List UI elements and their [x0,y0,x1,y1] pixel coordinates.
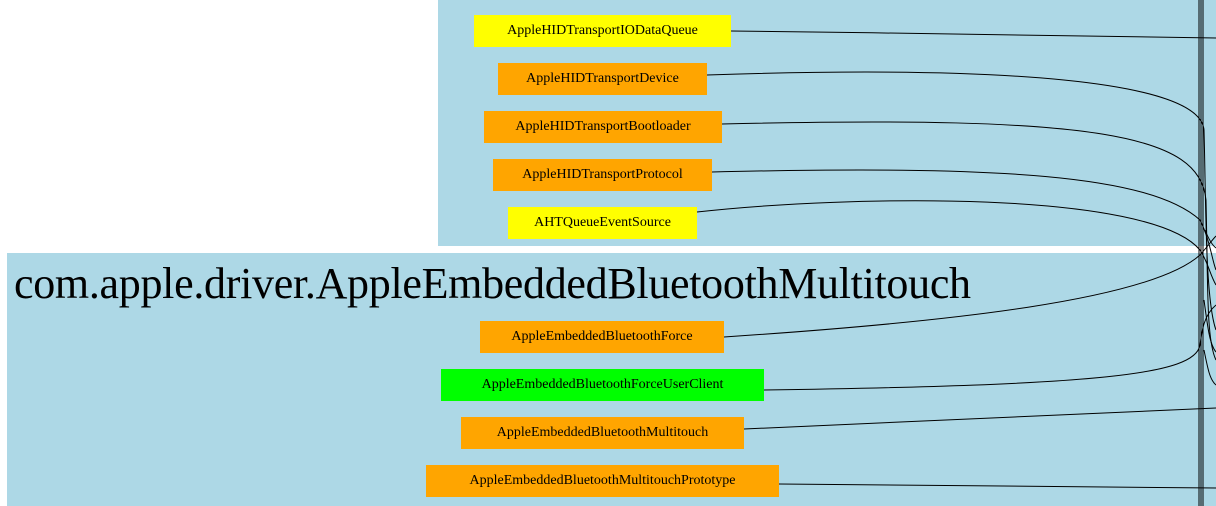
node-apple-embedded-bluetooth-force-user-client[interactable]: AppleEmbeddedBluetoothForceUserClient [441,369,764,401]
node-apple-hid-transport-device[interactable]: AppleHIDTransportDevice [498,63,707,95]
node-apple-hid-transport-protocol[interactable]: AppleHIDTransportProtocol [493,159,712,191]
node-apple-embedded-bluetooth-multitouch-prototype[interactable]: AppleEmbeddedBluetoothMultitouchPrototyp… [426,465,779,497]
node-apple-hid-transport-io-data-queue[interactable]: AppleHIDTransportIODataQueue [474,15,731,47]
node-apple-hid-transport-bootloader[interactable]: AppleHIDTransportBootloader [484,111,722,143]
node-apple-embedded-bluetooth-force[interactable]: AppleEmbeddedBluetoothForce [480,321,724,353]
node-apple-embedded-bluetooth-multitouch[interactable]: AppleEmbeddedBluetoothMultitouch [461,417,744,449]
node-aht-queue-event-source[interactable]: AHTQueueEventSource [508,207,697,239]
cluster-title: com.apple.driver.AppleEmbeddedBluetoothM… [14,259,971,308]
